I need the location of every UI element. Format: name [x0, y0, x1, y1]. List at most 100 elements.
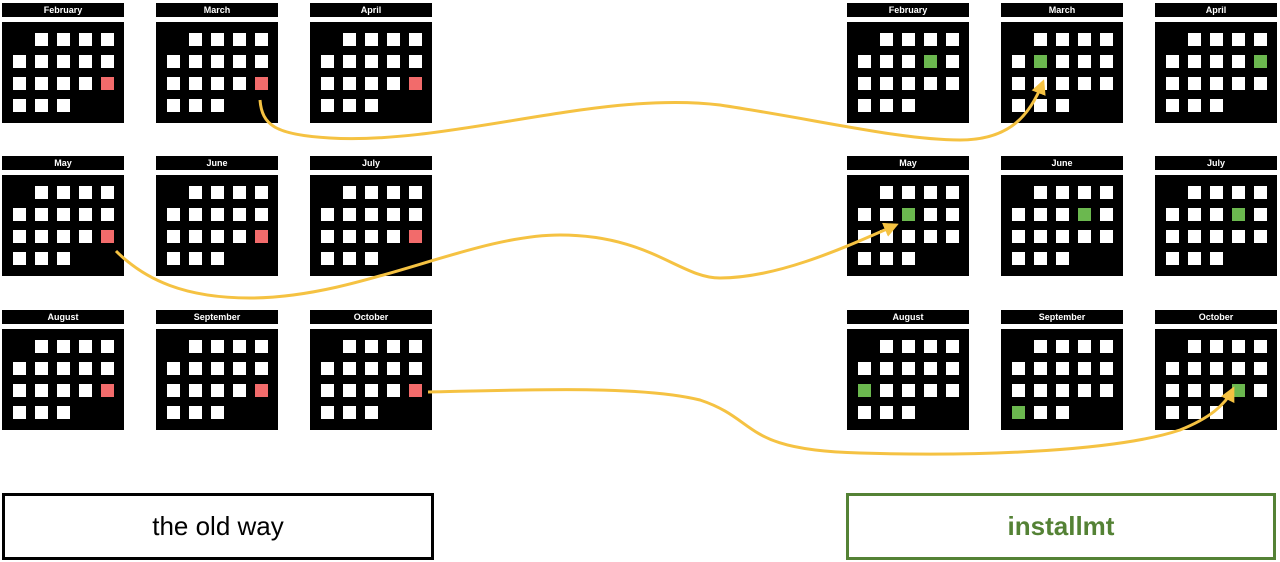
day-cell — [946, 186, 959, 199]
calendar-march: March — [156, 3, 278, 123]
day-cell — [1232, 362, 1245, 375]
day-cell — [924, 384, 937, 397]
day-cell — [1056, 230, 1069, 243]
day-cell — [880, 55, 893, 68]
day-cell — [365, 186, 378, 199]
day-cell — [57, 55, 70, 68]
calendar-february: February — [2, 3, 124, 123]
day-cell — [902, 340, 915, 353]
day-cell — [79, 362, 92, 375]
day-cell — [189, 340, 202, 353]
calendar-september: September — [1001, 310, 1123, 430]
day-cell — [902, 252, 915, 265]
day-cell — [387, 340, 400, 353]
calendar-grid — [2, 329, 124, 430]
day-cell — [189, 186, 202, 199]
calendar-august: August — [2, 310, 124, 430]
day-cell — [1232, 384, 1245, 397]
day-cell — [1232, 230, 1245, 243]
day-cell — [1210, 406, 1223, 419]
day-cell — [1034, 208, 1047, 221]
day-cell — [1034, 252, 1047, 265]
day-cell — [79, 208, 92, 221]
day-cell — [1012, 230, 1025, 243]
day-cell — [1210, 208, 1223, 221]
day-cell — [365, 230, 378, 243]
calendar-july: July — [310, 156, 432, 276]
day-cell — [1232, 340, 1245, 353]
calendar-grid — [1001, 329, 1123, 430]
day-cell — [1012, 362, 1025, 375]
day-cell — [1078, 208, 1091, 221]
day-cell — [365, 208, 378, 221]
day-cell — [946, 77, 959, 90]
day-cell — [1188, 252, 1201, 265]
day-cell — [255, 384, 268, 397]
day-cell — [880, 384, 893, 397]
day-cell — [233, 77, 246, 90]
day-cell — [211, 33, 224, 46]
day-cell — [858, 99, 871, 112]
day-cell — [167, 208, 180, 221]
day-cell — [1100, 33, 1113, 46]
day-cell — [321, 230, 334, 243]
day-cell — [902, 208, 915, 221]
day-cell — [409, 340, 422, 353]
day-cell — [387, 230, 400, 243]
day-cell — [211, 208, 224, 221]
calendar-may: May — [847, 156, 969, 276]
day-cell — [1210, 362, 1223, 375]
calendar-grid — [1001, 22, 1123, 123]
day-cell — [365, 55, 378, 68]
day-cell — [1210, 55, 1223, 68]
day-cell — [1166, 230, 1179, 243]
day-cell — [946, 384, 959, 397]
day-cell — [1012, 384, 1025, 397]
day-cell — [924, 55, 937, 68]
day-cell — [365, 340, 378, 353]
day-cell — [1078, 362, 1091, 375]
day-cell — [902, 384, 915, 397]
calendar-month-label: February — [2, 3, 124, 17]
calendar-march: March — [1001, 3, 1123, 123]
day-cell — [35, 252, 48, 265]
day-cell — [1188, 186, 1201, 199]
day-cell — [902, 33, 915, 46]
day-cell — [1166, 384, 1179, 397]
day-cell — [189, 99, 202, 112]
day-cell — [57, 186, 70, 199]
day-cell — [233, 55, 246, 68]
day-cell — [13, 77, 26, 90]
day-cell — [35, 406, 48, 419]
day-cell — [1034, 362, 1047, 375]
day-cell — [167, 406, 180, 419]
calendar-month-label: March — [156, 3, 278, 17]
old-way-label-box: the old way — [2, 493, 434, 560]
calendar-grid — [847, 175, 969, 276]
day-cell — [101, 33, 114, 46]
day-cell — [255, 362, 268, 375]
day-cell — [924, 230, 937, 243]
day-cell — [946, 33, 959, 46]
day-cell — [1100, 186, 1113, 199]
day-cell — [211, 186, 224, 199]
day-cell — [101, 186, 114, 199]
day-cell — [1188, 77, 1201, 90]
day-cell — [1210, 230, 1223, 243]
day-cell — [1034, 99, 1047, 112]
calendar-september: September — [156, 310, 278, 430]
day-cell — [35, 186, 48, 199]
day-cell — [1034, 406, 1047, 419]
day-cell — [1078, 230, 1091, 243]
day-cell — [35, 208, 48, 221]
day-cell — [1166, 208, 1179, 221]
day-cell — [1166, 77, 1179, 90]
old-way-label: the old way — [152, 511, 284, 541]
calendar-month-label: September — [156, 310, 278, 324]
day-cell — [946, 55, 959, 68]
day-cell — [321, 252, 334, 265]
day-cell — [343, 340, 356, 353]
day-cell — [321, 208, 334, 221]
day-cell — [1034, 33, 1047, 46]
day-cell — [1078, 77, 1091, 90]
